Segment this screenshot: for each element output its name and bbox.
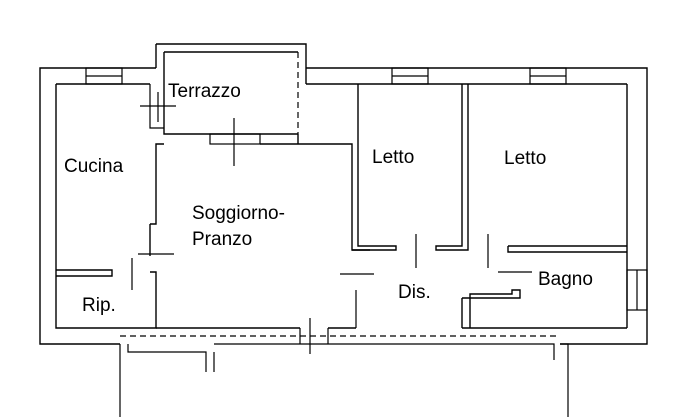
lower-balcony (119, 328, 569, 417)
window-top-right (529, 67, 567, 85)
room-label-pranzo: Pranzo (192, 229, 252, 250)
room-label-bagno: Bagno (538, 269, 593, 290)
window-top-mid (391, 67, 429, 85)
room-label-terrazzo: Terrazzo (168, 81, 241, 102)
room-label-letto-2: Letto (504, 148, 546, 169)
window-bagno (626, 269, 648, 311)
interior-walls (56, 84, 627, 354)
room-label-dis: Dis. (398, 282, 431, 303)
window-top-left (85, 67, 123, 85)
outer-walls (39, 67, 648, 345)
room-label-cucina: Cucina (64, 156, 124, 177)
room-label-rip: Rip. (82, 295, 116, 316)
room-label-letto-1: Letto (372, 147, 414, 168)
room-label-soggiorno: Soggiorno- (192, 203, 285, 224)
window-terrace (209, 133, 261, 145)
